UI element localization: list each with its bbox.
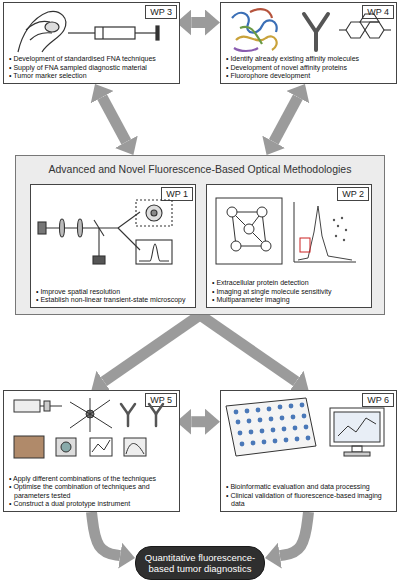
result-box: Quantitative fluorescence-based tumor di… (135, 546, 265, 580)
result-text: Quantitative fluorescence-based tumor di… (136, 552, 264, 574)
bullet-text: • Bioinformatic evaluation and data proc… (226, 483, 392, 491)
bullet-text: • Multiparameter imaging (212, 296, 367, 304)
work-package-label: WP 3 (145, 5, 177, 19)
bullet-text: • Development of standardised FNA techni… (9, 55, 175, 63)
work-package-box: WP 1 • Improve spatial resolution• Establ… (30, 184, 196, 308)
work-package-box: WP 4 • Identify already existing affinity… (220, 2, 397, 84)
bullet-text: • Clinical validation of fluorescence-ba… (226, 492, 392, 508)
flow-arrow (104, 315, 200, 381)
bullet-text: • Optimise the combination of techniques… (9, 483, 175, 499)
bullet-list: • Improve spatial resolution• Establish … (36, 288, 191, 304)
bullet-text: • Establish non-linear transient-state m… (36, 296, 191, 304)
bullet-text: • Extracellular protein detection (212, 279, 367, 287)
bullet-list: • Identify already existing affinity mol… (226, 55, 392, 80)
group-box: WP 1 • Improve spatial resolution• Establ… (15, 155, 385, 315)
group-title: Advanced and Novel Fluorescence-Based Op… (16, 163, 384, 176)
bullet-text: • Tumor marker selection (9, 72, 175, 80)
work-package-box: WP 3 • Development of standardised FNA te… (3, 2, 180, 84)
flow-arrow (274, 97, 298, 142)
bullet-text: • Development of novel affinity proteins (226, 64, 392, 72)
work-package-box: WP 5 • Apply different combinations of th… (3, 390, 180, 512)
work-package-box: WP 6 • Bioinformatic evaluation and data … (220, 390, 397, 512)
work-package-label: WP 5 (145, 393, 177, 407)
bullet-text: • Improve spatial resolution (36, 288, 191, 296)
flow-arrow (191, 17, 205, 28)
work-package-label: WP 2 (337, 187, 369, 201)
flow-arrow (191, 416, 205, 427)
flow-arrow (102, 97, 126, 142)
bullet-text: • Apply different combinations of the te… (9, 475, 175, 483)
bullet-text: • Fluorophore development (226, 72, 392, 80)
bullet-text: • Supply of FNA sampled diagnostic mater… (9, 64, 175, 72)
bullet-list: • Extracellular protein detection• Imagi… (212, 279, 367, 304)
bullet-text: • Construct a dual prototype instrument (9, 500, 175, 508)
bullet-list: • Apply different combinations of the te… (9, 475, 175, 508)
work-package-box: WP 2 • Extracellular protein detection• I… (206, 184, 372, 308)
flow-arrow (92, 512, 121, 556)
flow-arrow (280, 512, 309, 556)
work-package-label: WP 1 (161, 187, 193, 201)
bullet-text: • Imaging at single molecule sensitivity (212, 288, 367, 296)
bullet-list: • Bioinformatic evaluation and data proc… (226, 483, 392, 508)
work-package-label: WP 6 (362, 393, 394, 407)
flow-arrow (200, 315, 296, 381)
bullet-list: • Development of standardised FNA techni… (9, 55, 175, 80)
work-package-label: WP 4 (362, 5, 394, 19)
bullet-text: • Identify already existing affinity mol… (226, 55, 392, 63)
